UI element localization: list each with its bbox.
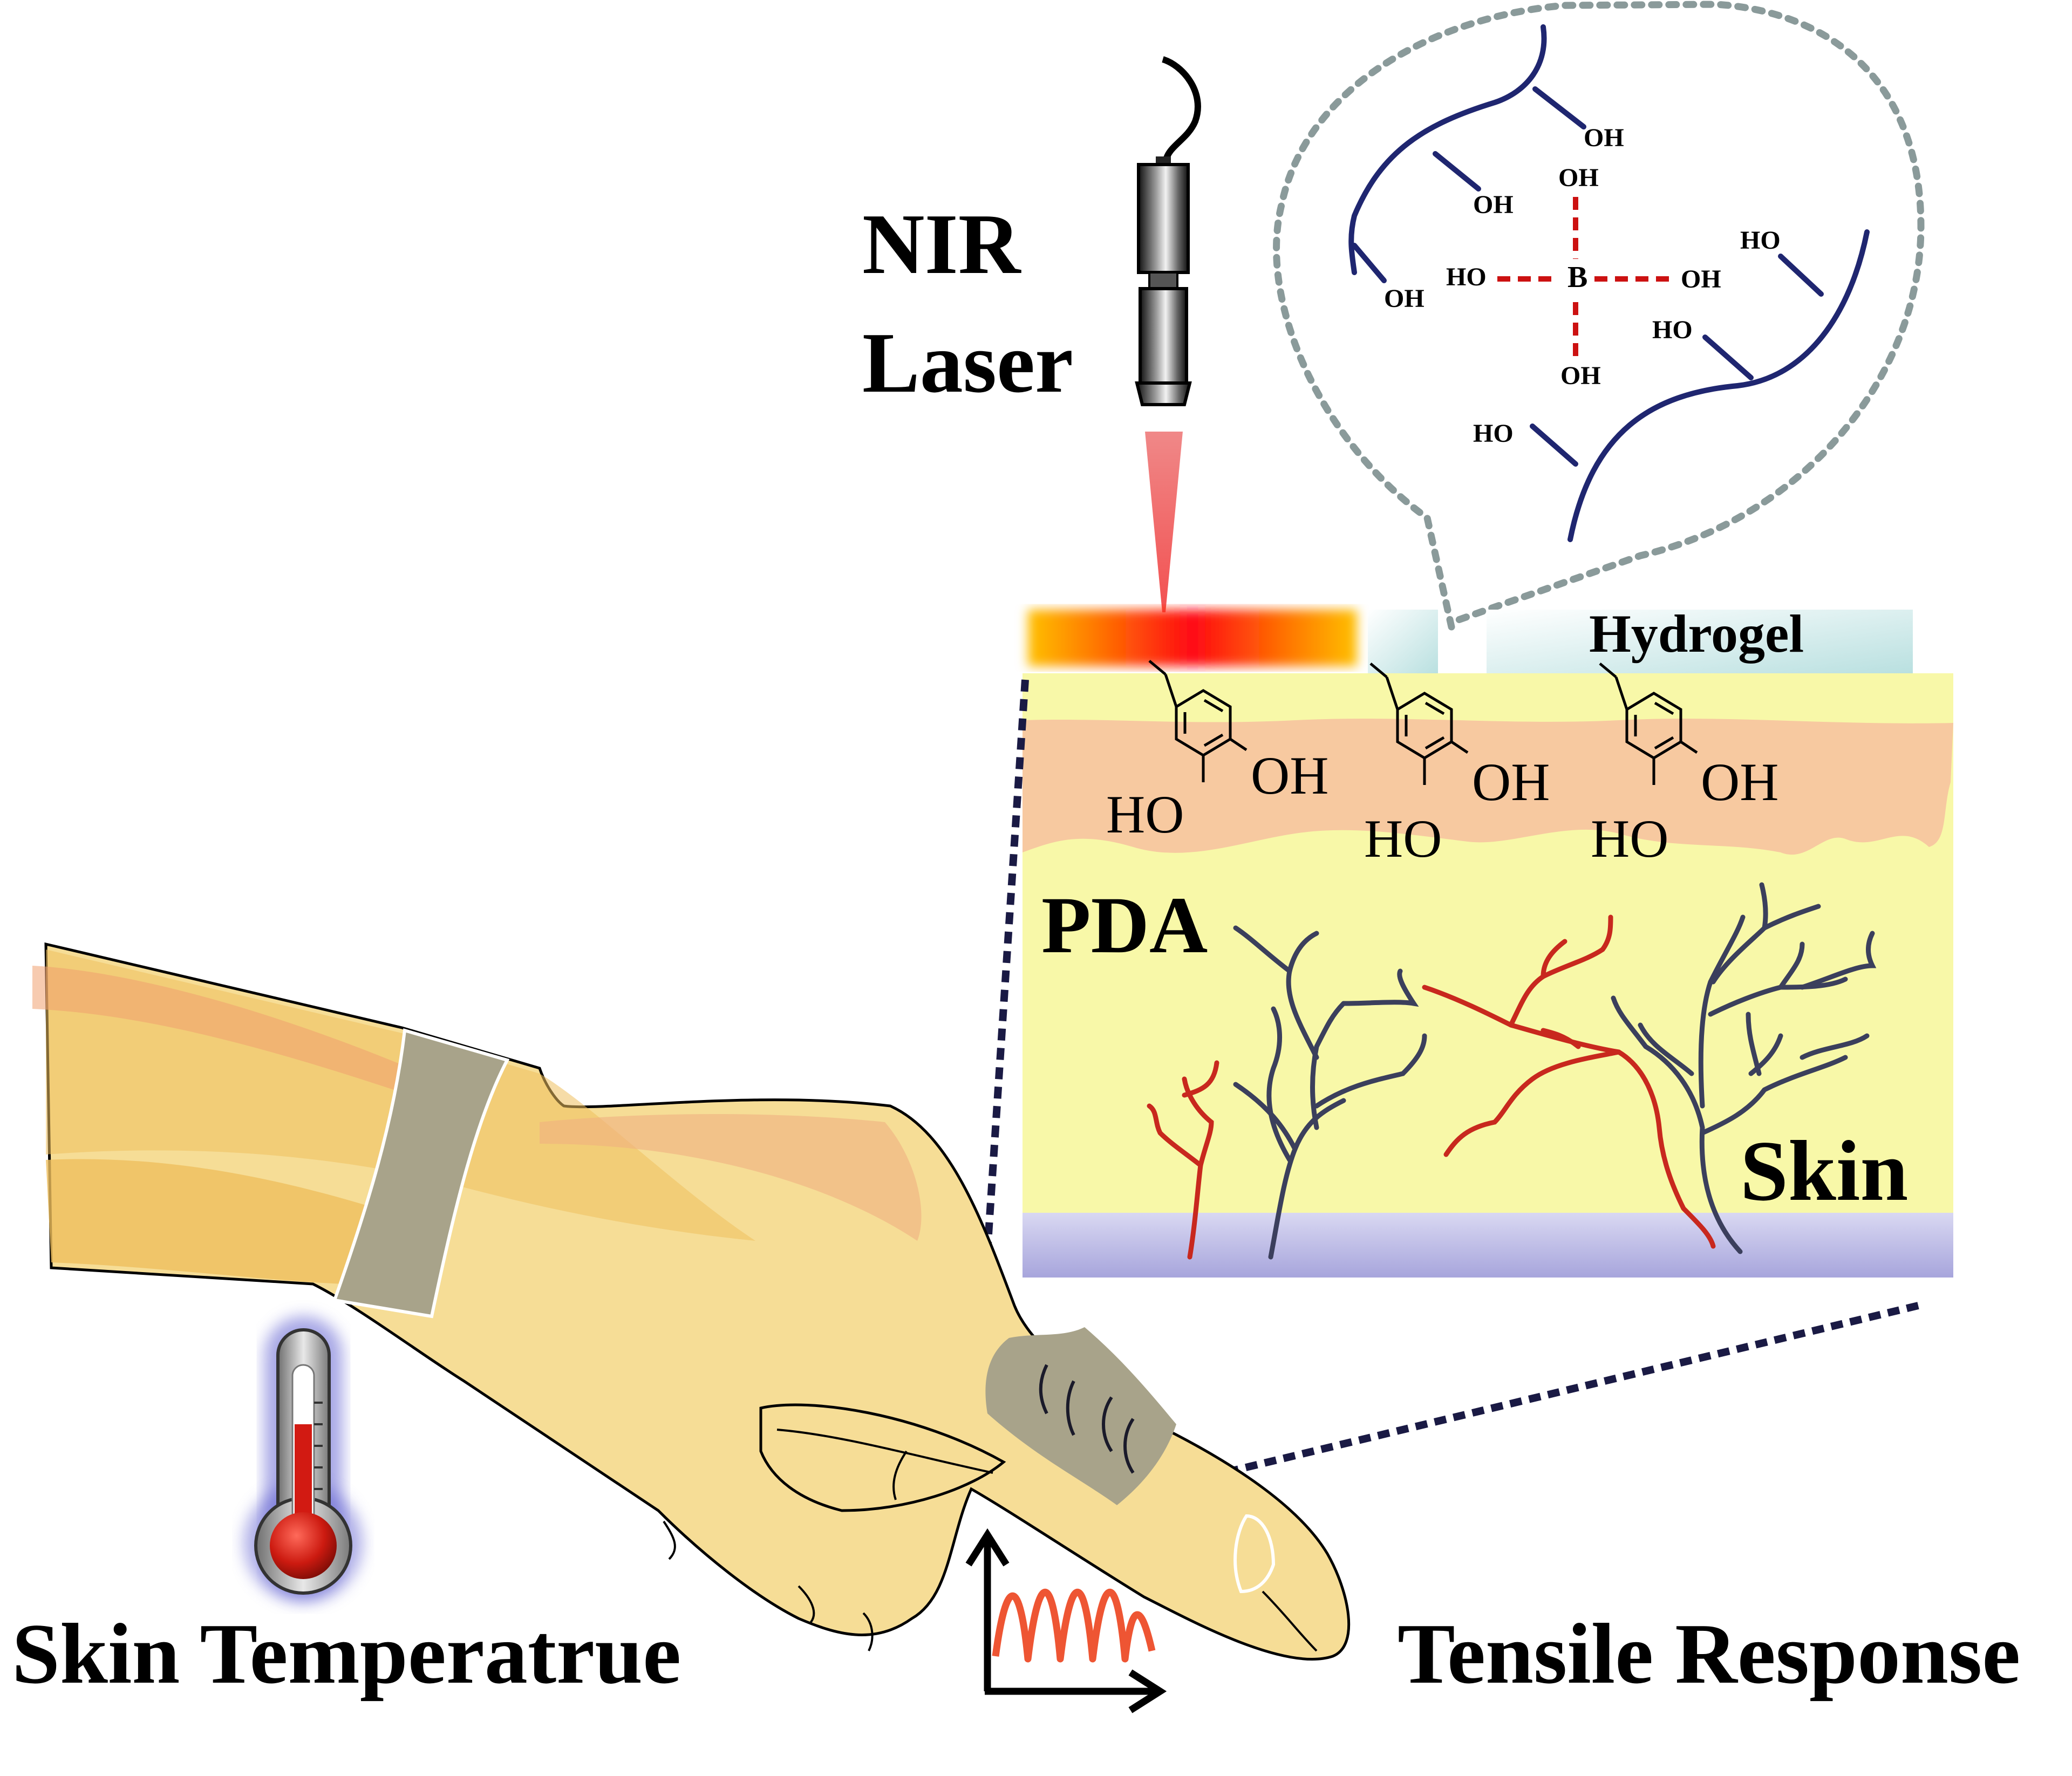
nir-label-line2: Laser bbox=[862, 315, 1074, 411]
dermis-layer bbox=[1023, 1213, 1953, 1278]
wrist-sensor-band bbox=[332, 1028, 510, 1319]
hydrogel-label: Hydrogel bbox=[1589, 604, 1804, 664]
blood-vessels-blue bbox=[1233, 882, 1877, 1260]
catechol-groups bbox=[1148, 660, 1698, 785]
zoom-bubble bbox=[1273, 1, 1925, 631]
borate-crosslink bbox=[1497, 197, 1673, 359]
boron-hydroxyl-bottom: OH bbox=[1560, 361, 1601, 390]
catechol-oh-1: OH bbox=[1251, 746, 1329, 805]
hydrogel-patch-small bbox=[1368, 610, 1438, 673]
laser-beam bbox=[1145, 432, 1183, 612]
boron-atom: B bbox=[1567, 261, 1588, 294]
tensile-response-label: Tensile Response bbox=[1398, 1606, 2021, 1702]
skin-temperature-label: Skin Temperatrue bbox=[12, 1606, 681, 1702]
nir-label-line1: NIR bbox=[862, 196, 1021, 292]
hydrogel-patch bbox=[1487, 610, 1913, 673]
pda-label: PDA bbox=[1041, 880, 1208, 970]
blood-vessels-red bbox=[1147, 914, 1716, 1260]
zoom-lines bbox=[976, 679, 1919, 1504]
chain-hydroxyl-2: OH bbox=[1473, 190, 1514, 219]
boron-hydroxyl-left: HO bbox=[1446, 263, 1487, 291]
chain-hydroxyl-3: OH bbox=[1384, 284, 1424, 313]
nir-laser-icon bbox=[1135, 56, 1201, 612]
boron-hydroxyl-top: OH bbox=[1558, 163, 1599, 192]
chain-hydroxyl-4: HO bbox=[1740, 226, 1781, 255]
chain-hydroxyl-1: OH bbox=[1584, 124, 1624, 152]
skin-cross-section bbox=[1023, 673, 1953, 1278]
heated-region bbox=[1028, 610, 1357, 666]
catechol-ho-3: HO bbox=[1591, 809, 1669, 869]
chain-hydroxyl-6: HO bbox=[1473, 419, 1514, 448]
catechol-ho-1: HO bbox=[1106, 784, 1184, 844]
signal-waveform-icon bbox=[965, 1528, 1167, 1713]
polymer-network bbox=[1348, 24, 1870, 542]
catechol-ho-2: HO bbox=[1364, 809, 1442, 869]
thermometer-icon bbox=[244, 1316, 363, 1602]
catechol-oh-2: OH bbox=[1472, 752, 1550, 812]
chain-hydroxyl-5: HO bbox=[1652, 316, 1693, 344]
hand-illustration bbox=[32, 942, 1351, 1661]
finger-sensor-creases bbox=[1039, 1364, 1135, 1474]
skin-label: Skin bbox=[1740, 1123, 1909, 1219]
boron-hydroxyl-right: OH bbox=[1681, 265, 1721, 293]
catechol-oh-3: OH bbox=[1701, 752, 1779, 812]
